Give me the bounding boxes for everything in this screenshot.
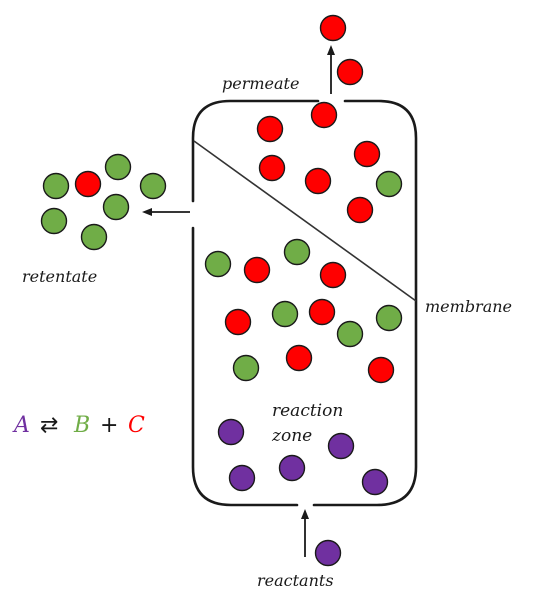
molecule-c: [310, 101, 338, 129]
reaction-equation: A ⇄ B + C: [12, 413, 145, 438]
molecule-c: [304, 167, 332, 195]
permeate-outflow-molecules: [319, 14, 364, 86]
retentate-label: retentate: [22, 267, 97, 286]
molecule-b: [42, 172, 70, 200]
molecule-c: [258, 154, 286, 182]
molecule-c: [346, 196, 374, 224]
molecule-b: [232, 354, 260, 382]
equilibrium-arrow-symbol: ⇄: [40, 413, 58, 438]
membrane-line: [193, 140, 417, 302]
reaction-zone-reactant-molecules: [217, 418, 389, 496]
molecule-c: [319, 14, 347, 42]
membrane-label: membrane: [425, 297, 512, 316]
molecule-a: [217, 418, 245, 446]
reaction-zone-product-molecules: [204, 238, 403, 384]
molecule-a: [278, 454, 306, 482]
molecule-a: [327, 432, 355, 460]
molecule-b: [104, 153, 132, 181]
molecule-b: [375, 304, 403, 332]
reactants-inlet-arrow: [301, 509, 309, 557]
molecule-c: [336, 58, 364, 86]
permeate-label: permeate: [222, 74, 299, 93]
species-c-symbol: C: [128, 413, 145, 438]
reactants-label: reactants: [257, 571, 334, 590]
molecule-b: [375, 170, 403, 198]
retentate-arrow: [142, 208, 190, 216]
molecule-b: [271, 300, 299, 328]
reactor-vessel-outline: [191, 99, 418, 507]
molecule-b: [80, 223, 108, 251]
permeate-zone-molecules: [256, 101, 403, 224]
molecule-c: [308, 298, 336, 326]
molecule-c: [256, 115, 284, 143]
reaction-zone-label-line1: reaction: [272, 401, 343, 421]
molecule-b: [283, 238, 311, 266]
reaction-zone-label-line2: zone: [271, 426, 312, 446]
molecule-b: [336, 320, 364, 348]
molecule-c: [353, 140, 381, 168]
molecule-a: [228, 464, 256, 492]
molecule-c: [243, 256, 271, 284]
molecule-a: [361, 468, 389, 496]
plus-symbol: +: [100, 413, 118, 438]
molecule-b: [102, 193, 130, 221]
molecule-c: [224, 308, 252, 336]
molecule-b: [40, 207, 68, 235]
species-a-symbol: A: [12, 413, 30, 438]
permeate-arrow: [327, 45, 335, 94]
molecule-c: [367, 356, 395, 384]
molecule-c: [74, 170, 102, 198]
incoming-reactant-molecule: [314, 539, 342, 567]
molecule-b: [139, 172, 167, 200]
retentate-outflow-molecules: [40, 153, 167, 251]
molecule-c: [319, 261, 347, 289]
molecule-b: [204, 250, 232, 278]
molecule-c: [285, 344, 313, 372]
species-b-symbol: B: [73, 413, 90, 438]
